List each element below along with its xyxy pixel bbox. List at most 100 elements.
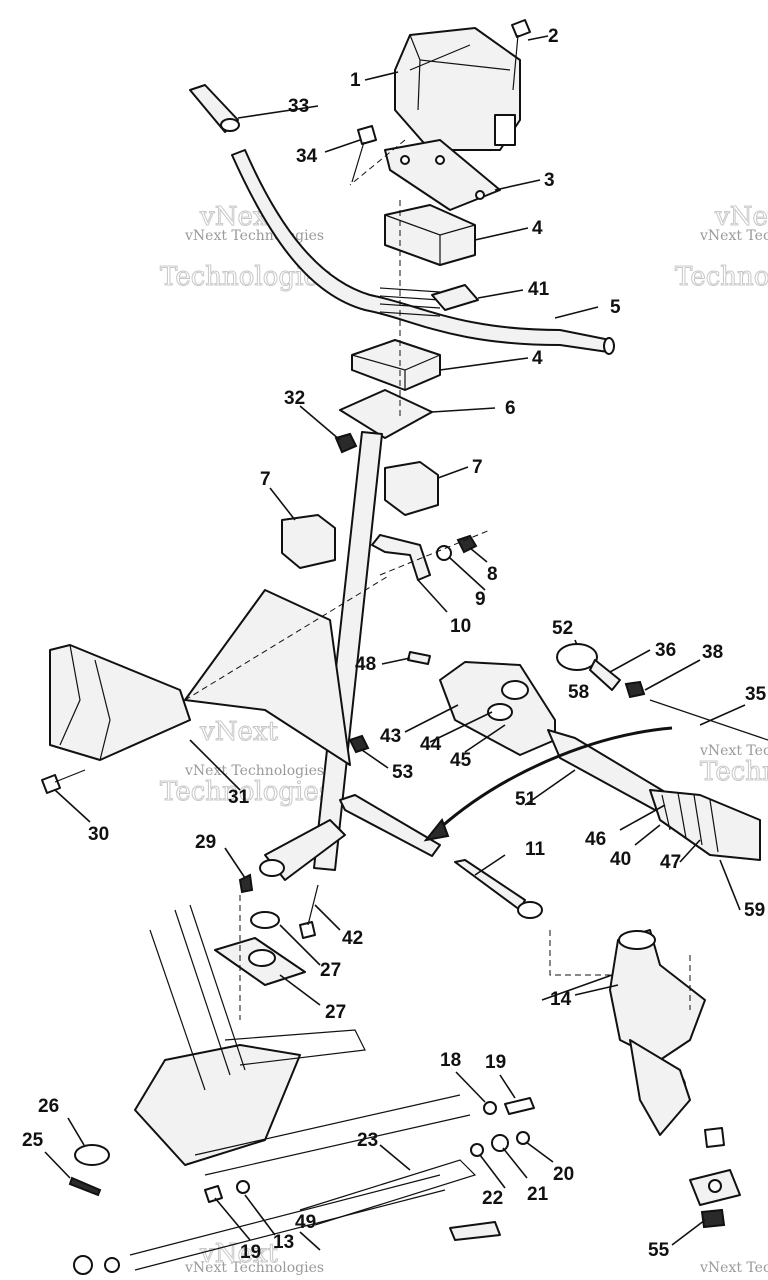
ball-joint-stud <box>700 1208 726 1229</box>
callout-label: 59 <box>744 900 765 921</box>
callout-label: 5 <box>610 297 621 318</box>
handlebar-knurl <box>379 287 441 317</box>
watermark-group: vNext Technologies vNext Technologies vN… <box>160 202 768 1277</box>
plate-hole <box>475 190 485 200</box>
callout-label: 20 <box>553 1164 574 1185</box>
tie-rod-right <box>649 699 768 741</box>
post-clamp <box>371 534 431 581</box>
handlebar-pad-edges <box>409 34 511 111</box>
watermark-caption: vNext Technologies <box>699 1260 768 1276</box>
cv-bearing <box>487 703 513 721</box>
pad-screw-shaft <box>512 34 519 91</box>
assembly-guide <box>184 574 391 701</box>
callout-label: 42 <box>342 928 363 949</box>
callout-label: 2 <box>548 26 559 47</box>
plate-hole <box>435 155 445 165</box>
bushing <box>384 461 439 516</box>
assembly-guide <box>549 930 610 976</box>
bushing <box>281 514 336 569</box>
callout-label: 41 <box>528 279 550 300</box>
callout-label: 45 <box>450 750 472 771</box>
bushing-26 <box>74 1144 110 1166</box>
callout-label: 32 <box>284 388 305 409</box>
callout-label: 7 <box>472 457 483 478</box>
steering-assembly <box>41 19 768 1275</box>
callout-label: 9 <box>475 589 486 610</box>
column-mount-edges <box>59 644 111 761</box>
callout-label: 58 <box>568 682 589 703</box>
cotter-pin <box>238 873 254 894</box>
pitman-hole <box>259 859 285 877</box>
callout-label: 6 <box>505 398 516 419</box>
rod-end-shank <box>589 659 621 691</box>
callout-label: 19 <box>240 1242 261 1263</box>
watermark-line1: vNext <box>714 202 768 232</box>
bushing-21 <box>491 1134 509 1152</box>
washer-13 <box>236 1180 250 1194</box>
tie-rod <box>339 794 441 857</box>
watermark-caption: vNext Technologies <box>699 228 768 244</box>
callout-label: 36 <box>655 640 676 661</box>
handlebar-pad <box>394 27 521 151</box>
ball-joint-hole <box>708 1179 722 1193</box>
washer <box>436 545 452 561</box>
tie-rod-end <box>454 859 526 911</box>
plate-hole <box>400 155 410 165</box>
assembly-guide <box>349 139 406 186</box>
frame-crossbar <box>224 1029 366 1066</box>
callout-label: 4 <box>532 218 543 239</box>
callout-label: 7 <box>260 469 271 490</box>
ring-20 <box>516 1131 530 1145</box>
washer-22 <box>470 1143 484 1157</box>
callout-label: 29 <box>195 832 216 853</box>
callout-label: 35 <box>745 684 767 705</box>
watermark-caption: vNext Technologies <box>184 1260 324 1276</box>
callout-label: 11 <box>525 839 546 860</box>
watermark-line2: Technologies <box>675 262 768 292</box>
steering-spindle <box>609 929 706 1061</box>
frame-rail <box>194 1094 471 1176</box>
callout-label: 14 <box>550 989 572 1010</box>
bolt-19 <box>504 1097 535 1115</box>
pin-48 <box>407 651 431 665</box>
grease-fitting-25 <box>68 1176 102 1197</box>
mount-bolt-shaft <box>54 769 86 783</box>
callout-label: 1 <box>350 70 361 91</box>
clamp-block-upper-edges <box>384 214 476 265</box>
callout-label: 48 <box>355 654 376 675</box>
washer-left <box>73 1255 93 1275</box>
callout-label: 44 <box>420 734 442 755</box>
plate-screw-shaft <box>351 141 365 183</box>
pad-screw <box>511 19 531 38</box>
arm-bolt <box>299 921 316 939</box>
clamp-block-lower <box>351 339 441 391</box>
callout-label: 21 <box>527 1184 549 1205</box>
clamp-block-upper <box>384 204 476 266</box>
a-arm-lower <box>299 1159 477 1226</box>
callout-label: 22 <box>482 1188 503 1209</box>
callout-label: 52 <box>552 618 573 639</box>
callout-labels: 1 2 3 4 4 5 6 7 7 8 9 10 11 13 14 18 19 … <box>22 26 767 1263</box>
mount-bolt <box>41 774 61 794</box>
callout-label: 3 <box>544 170 555 191</box>
callout-label: 49 <box>295 1212 316 1233</box>
callout-label: 51 <box>515 789 537 810</box>
spindle-top <box>618 930 656 950</box>
a-arm-upper <box>129 1174 446 1271</box>
direction-arrow <box>439 726 673 830</box>
callout-label: 30 <box>88 824 109 845</box>
callout-label: 38 <box>702 642 723 663</box>
callout-label: 33 <box>288 96 309 117</box>
watermark-caption: vNext Technologies <box>184 763 324 779</box>
direction-arrowhead <box>423 818 450 842</box>
callout-label: 8 <box>487 564 498 585</box>
watermark-line2: Technologies <box>160 777 332 807</box>
callout-label: 27 <box>325 1002 346 1023</box>
post-nut <box>334 432 358 454</box>
handlebar-pad-slot <box>494 114 516 146</box>
callout-label: 31 <box>228 787 250 808</box>
steering-post-plate <box>339 389 433 439</box>
cv-boot-ribs <box>661 792 719 853</box>
column-mount <box>49 644 191 761</box>
callout-label: 43 <box>380 726 401 747</box>
